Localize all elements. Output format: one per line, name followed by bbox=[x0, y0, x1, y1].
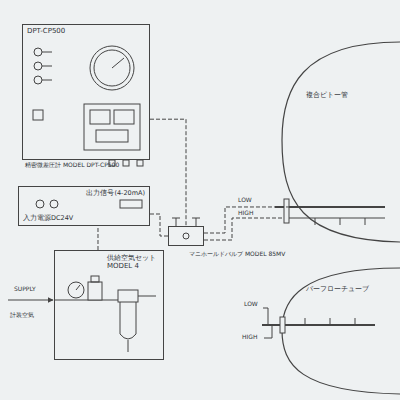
signal-label: LOW bbox=[238, 197, 252, 204]
signal-label: HIGH bbox=[242, 334, 257, 341]
node-title: マニホールドバルブ MODEL 85MV bbox=[189, 251, 285, 258]
flow-tube bbox=[262, 308, 375, 338]
flow-tube-area: パーフローチューブ bbox=[300, 280, 392, 336]
air-set-box: 供給空気セット MODEL 4 bbox=[54, 250, 164, 360]
signal-label: SUPPLY bbox=[14, 286, 36, 293]
signal-label: 計装空気 bbox=[10, 312, 34, 319]
air-tube bbox=[150, 214, 168, 236]
manifold-valve: マニホールドバルブ MODEL 85MV bbox=[168, 226, 204, 246]
panel-detail bbox=[33, 46, 143, 166]
node-caption: 入力電源DC24V bbox=[23, 215, 73, 222]
node-title: パーフローチューブ bbox=[306, 286, 369, 294]
pitot-tube bbox=[275, 199, 385, 225]
manifold-detail bbox=[172, 218, 200, 239]
gauge-panel: DPT-CP500精密微差圧計 MODEL DPT-CP500 bbox=[22, 24, 150, 160]
node-title: 出力信号(4-20mA) bbox=[86, 190, 145, 197]
node-title: 複合ピトー管 bbox=[306, 92, 348, 100]
high-tube bbox=[204, 218, 287, 240]
signal-label: HIGH bbox=[238, 210, 253, 217]
node-title: 供給空気セット MODEL 4 bbox=[107, 255, 159, 270]
transmitter-detail bbox=[36, 200, 142, 208]
transmitter-box: 出力信号(4-20mA) 入力電源DC24V bbox=[18, 186, 150, 226]
air-set-detail bbox=[8, 276, 156, 352]
node-caption: 精密微差圧計 MODEL DPT-CP500 bbox=[25, 162, 119, 169]
duct-wall bbox=[282, 42, 400, 242]
node-title: DPT-CP500 bbox=[27, 28, 65, 36]
duct-wall bbox=[282, 268, 400, 394]
pitot-tube-area: 複合ピトー管 bbox=[300, 80, 390, 220]
air-tube bbox=[204, 207, 300, 233]
signal-label: LOW bbox=[244, 301, 258, 308]
air-tube bbox=[97, 226, 98, 250]
air-tube bbox=[150, 119, 186, 226]
